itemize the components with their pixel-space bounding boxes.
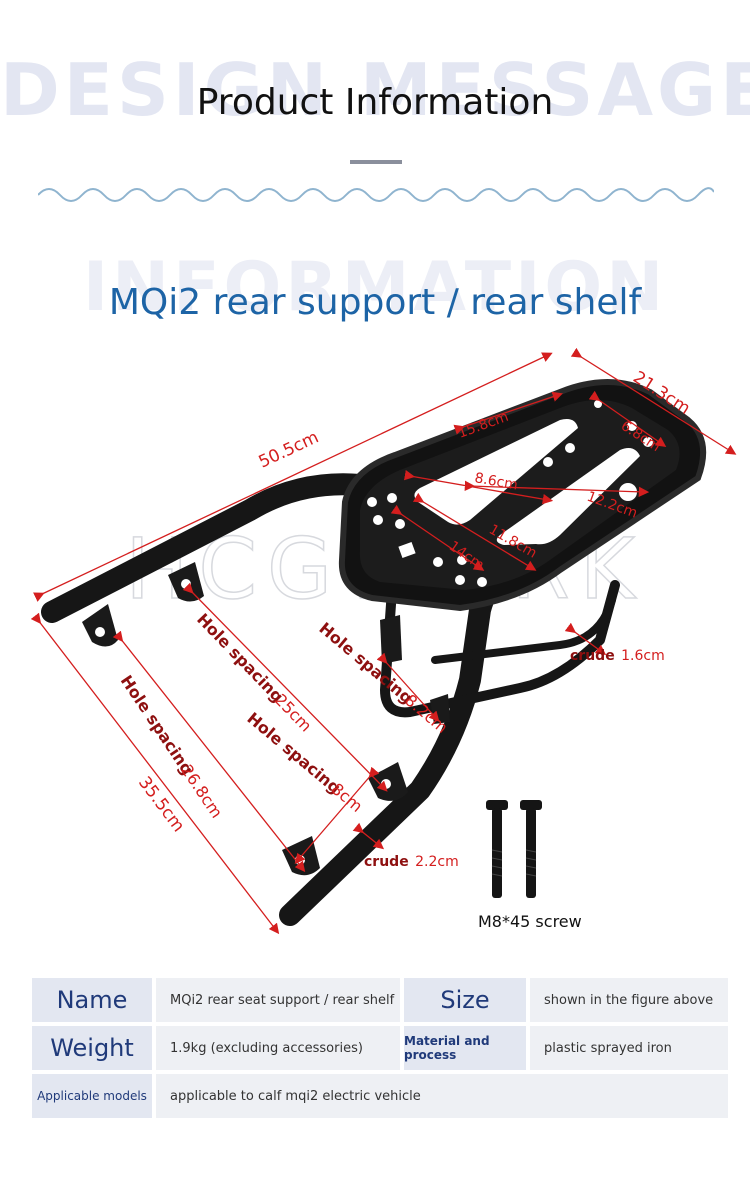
dim-hole-spacing-26-8-value: 26.8cm [177, 761, 226, 821]
material-label: Material and process [404, 1026, 526, 1070]
dim-crude-1-6-label: crude [570, 648, 615, 664]
dim-crude-1-6-value: 1.6cm [621, 648, 665, 664]
background-word-design-message: DESIGN MESSAGE [0, 48, 750, 132]
models-label: Applicable models [32, 1074, 152, 1118]
dim-total-length: 50.5cm [256, 427, 322, 472]
dim-plate-8-6: 8.6cm [473, 470, 519, 493]
title-divider [350, 160, 402, 164]
size-value: shown in the figure above [530, 978, 728, 1022]
product-subtitle: MQi2 rear support / rear shelf [108, 282, 642, 323]
material-value: plastic sprayed iron [530, 1026, 728, 1070]
weight-label: Weight [32, 1026, 152, 1070]
size-label: Size [404, 978, 526, 1022]
wave-divider [38, 187, 714, 202]
svg-text:crude 1.6cm: crude 1.6cm [570, 648, 665, 664]
mounting-holes [95, 579, 391, 865]
dim-crude-2-2-label: crude [364, 854, 409, 870]
product-figure: HCGWORK [30, 347, 737, 935]
page-title: Product Information [196, 82, 554, 123]
background-word-information: INFORMATION [82, 248, 668, 327]
screw-label: M8*45 screw [478, 912, 582, 931]
svg-text:crude 2.2cm: crude 2.2cm [364, 854, 459, 870]
dim-crude-2-2-value: 2.2cm [415, 854, 459, 870]
name-value: MQi2 rear seat support / rear shelf [156, 978, 400, 1022]
dim-hole-spacing-8-2-label: Hole spacing [315, 619, 416, 708]
weight-value: 1.9kg (excluding accessories) [156, 1026, 400, 1070]
dim-hole-spacing-26-8-label: Hole spacing [117, 672, 198, 779]
dimension-lines [30, 347, 737, 935]
dim-hole-spacing-25-label: Hole spacing [193, 610, 287, 707]
screws-image [486, 800, 542, 898]
name-label: Name [32, 978, 152, 1022]
models-value: applicable to calf mqi2 electric vehicle [156, 1074, 728, 1118]
